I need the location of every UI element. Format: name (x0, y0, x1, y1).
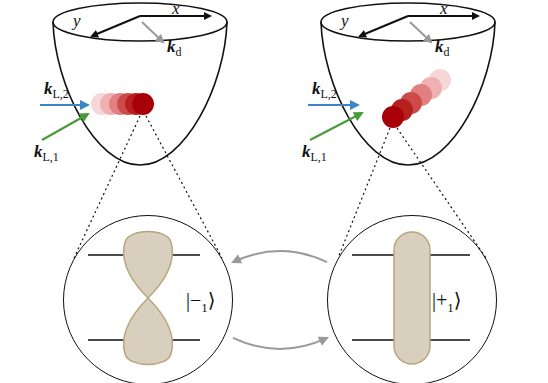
laser-beam (310, 113, 362, 140)
axes (360, 16, 478, 36)
state-lobes (124, 232, 173, 365)
laser-beam (42, 114, 88, 140)
trap-bowl (321, 3, 495, 165)
transition-arrow (233, 251, 327, 262)
drive-vector (410, 22, 431, 42)
axis-label: x (440, 0, 448, 17)
state-ket: |+1⟩ (432, 290, 462, 314)
beam-label: kL,1 (34, 143, 59, 163)
vector-label: kd (167, 38, 182, 58)
zoom-circle: |−1⟩ (63, 215, 233, 383)
laser-beam (40, 104, 88, 106)
laser-beam (308, 104, 358, 106)
transition-arrow (233, 338, 327, 349)
beam-label: kL,1 (302, 143, 327, 163)
beam-label: kL,2 (312, 80, 337, 100)
ion-trail (382, 69, 451, 128)
zoom-circle: |+1⟩ (327, 215, 497, 383)
beam-label: kL,2 (44, 80, 69, 100)
axes (92, 16, 210, 36)
axis-label: y (73, 12, 81, 29)
trap-bowl (53, 3, 227, 165)
state-oval (394, 232, 430, 364)
drive-vector (142, 22, 163, 42)
axis-label: x (172, 0, 180, 17)
axis-label: y (341, 12, 349, 29)
state-ket: |−1⟩ (186, 290, 216, 314)
ion-trail (91, 93, 154, 115)
vector-label: kd (435, 38, 450, 58)
